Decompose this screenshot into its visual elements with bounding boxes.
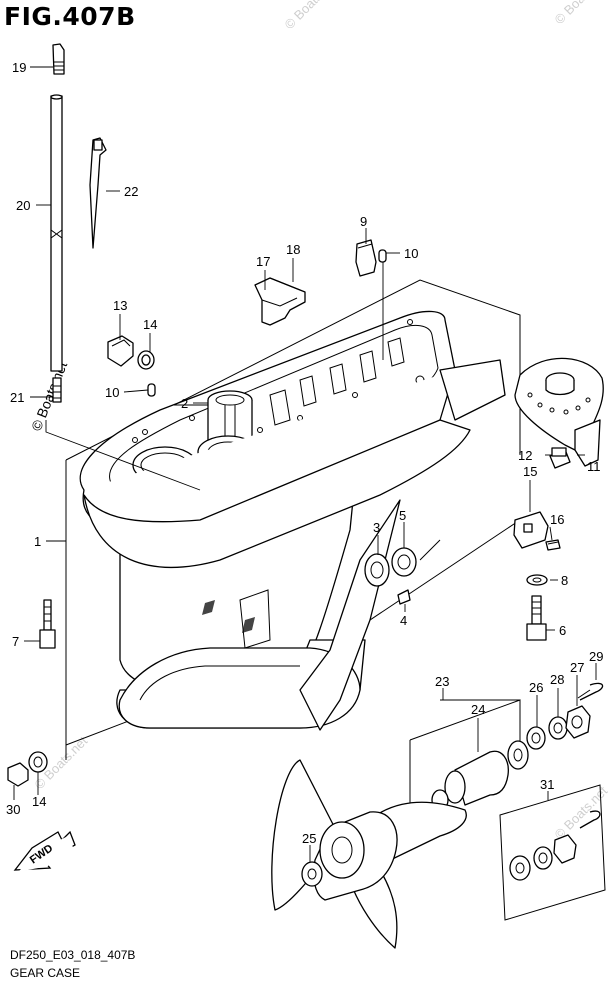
callout-1: 1: [34, 534, 41, 549]
callout-10-lower: 10: [105, 385, 119, 400]
callout-6: 6: [559, 623, 566, 638]
prop-kit-31: [499, 784, 606, 921]
callout-30: 30: [6, 802, 20, 817]
callout-14-lower: 14: [32, 794, 46, 809]
callout-15: 15: [523, 464, 537, 479]
callout-29: 29: [589, 649, 603, 664]
bolt-7: [39, 599, 56, 649]
watermark-text: © Boats.net: [552, 0, 610, 27]
prop-nut-parts: [526, 682, 604, 750]
callout-7: 7: [12, 634, 19, 649]
callout-9: 9: [360, 214, 367, 229]
callout-5: 5: [399, 508, 406, 523]
leader-lines: [13, 66, 597, 862]
callout-2: 2: [181, 396, 188, 411]
upper-small-parts: [147, 239, 387, 397]
callout-21: 21: [10, 390, 24, 405]
callout-3: 3: [373, 520, 380, 535]
cable-tie: [89, 137, 107, 249]
callout-22: 22: [124, 184, 138, 199]
propeller: [271, 759, 467, 949]
callout-4: 4: [400, 613, 407, 628]
plug-and-gasket-upper: [107, 335, 155, 370]
shift-rod-assembly: [50, 43, 65, 403]
bushing-24: [431, 740, 529, 811]
gear-case-housing: [79, 310, 506, 731]
callout-28: 28: [550, 672, 564, 687]
water-inlet-parts: [364, 539, 441, 605]
bolt-12: [549, 447, 571, 469]
callout-labels: 19 20 22 21 9 10 17 18 13 14 10 2 1 11 1…: [6, 60, 603, 846]
callout-11: 11: [587, 459, 601, 474]
washer-8-bolt-6: [526, 574, 548, 641]
figure-title: FIG.407B: [4, 2, 136, 31]
callout-13: 13: [113, 298, 127, 313]
figure-name: GEAR CASE: [10, 966, 81, 980]
callout-14-upper: 14: [143, 317, 157, 332]
callout-20: 20: [16, 198, 30, 213]
callout-25: 25: [302, 831, 316, 846]
callout-16: 16: [550, 512, 564, 527]
callout-17: 17: [256, 254, 270, 269]
fwd-arrow: FWD: [13, 830, 76, 872]
callout-31: 31: [540, 777, 554, 792]
watermark-text: © Boats.net: [28, 359, 70, 433]
callout-23: 23: [435, 674, 449, 689]
anode-15-and-bolt-16: [513, 511, 561, 551]
callout-12: 12: [518, 448, 532, 463]
callout-8: 8: [561, 573, 568, 588]
plug-and-gasket-lower: [7, 751, 48, 787]
callout-24: 24: [471, 702, 485, 717]
callout-27: 27: [570, 660, 584, 675]
watermark-text: © Boats.net: [282, 0, 341, 32]
trim-tab-anode: [514, 357, 604, 467]
figure-code: DF250_E03_018_407B: [10, 948, 136, 962]
callout-19: 19: [12, 60, 26, 75]
callout-10-upper: 10: [404, 246, 418, 261]
callout-18: 18: [286, 242, 300, 257]
callout-26: 26: [529, 680, 543, 695]
